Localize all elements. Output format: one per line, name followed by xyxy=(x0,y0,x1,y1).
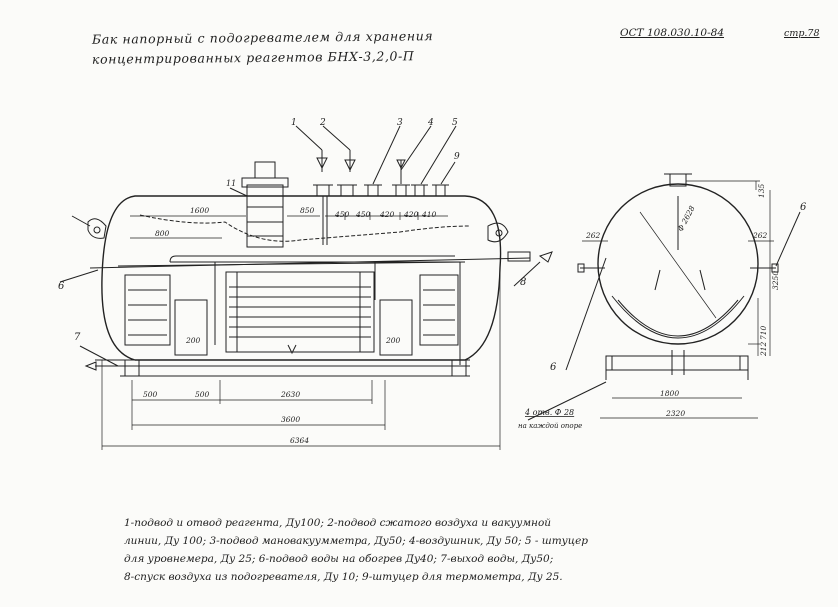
end-view-shell xyxy=(597,183,759,345)
callout-6-side: 6 xyxy=(58,281,65,292)
dim-410: 410 xyxy=(421,210,437,219)
callout-9: 9 xyxy=(454,152,460,162)
dim-3250: 3250 xyxy=(771,271,780,290)
dim-420-b: 420 xyxy=(403,210,419,219)
callout-11: 11 xyxy=(226,179,236,188)
dim-135: 135 xyxy=(757,183,766,198)
dim-diameter: Ф 2628 xyxy=(676,204,697,233)
dim-200-a: 200 xyxy=(185,336,201,345)
left-lug xyxy=(87,218,107,239)
callout-2: 2 xyxy=(319,118,326,128)
holes-note-sub: на каждой опоре xyxy=(518,422,582,430)
legend-line-3: для уровнемера, Ду 25; 6-подвод воды на … xyxy=(124,553,554,565)
dimension-labels: 1600 850 450 450 420 420 410 800 200 200… xyxy=(143,183,780,445)
top-nozzles xyxy=(313,184,449,245)
callout-1: 1 xyxy=(291,118,297,128)
dim-3600: 3600 xyxy=(281,415,300,424)
dim-262-a: 262 xyxy=(585,231,601,240)
dim-420-a: 420 xyxy=(379,210,395,219)
dim-450-a: 450 xyxy=(334,210,350,219)
manhole xyxy=(246,184,284,248)
dim-6364: 6364 xyxy=(290,436,309,445)
callout-8: 8 xyxy=(520,277,526,288)
callout-4: 4 xyxy=(427,118,434,128)
dim-1800: 1800 xyxy=(660,389,679,398)
dim-500: 500 xyxy=(143,390,158,399)
callout-6-right: 6 xyxy=(800,202,807,213)
callout-6-end-view: 6 xyxy=(550,362,557,373)
dim-850: 850 xyxy=(300,206,315,215)
dim-710: 710 xyxy=(759,325,768,340)
bottom-pipe xyxy=(84,344,470,377)
legend-line-1: 1-подвод и отвод реагента, Ду100; 2-подв… xyxy=(124,517,552,529)
dim-2320: 2320 xyxy=(665,409,685,418)
dim-212: 212 xyxy=(759,341,768,357)
legend-line-4: 8-спуск воздуха из подогревателя, Ду 10;… xyxy=(124,571,563,583)
right-lug xyxy=(487,222,509,243)
dim-200-b: 200 xyxy=(385,336,401,345)
end-view xyxy=(527,173,801,421)
callout-3: 3 xyxy=(397,118,403,128)
bottom-dimensions xyxy=(101,268,501,450)
side-view xyxy=(59,125,553,450)
callout-7: 7 xyxy=(74,332,81,343)
heater xyxy=(89,251,553,365)
dim-262-b: 262 xyxy=(752,231,768,240)
callout-arrows xyxy=(229,125,457,197)
holes-note: 4 отв. Ф 28 xyxy=(524,408,574,417)
dim-450-b: 450 xyxy=(355,210,371,219)
dim-1600: 1600 xyxy=(190,206,209,215)
callout-5: 5 xyxy=(452,118,458,128)
dim-800: 800 xyxy=(155,229,170,238)
dim-500-b: 500 xyxy=(195,390,210,399)
legend-line-2: линии, Ду 100; 3-подвод мановакуумметра,… xyxy=(124,535,589,547)
top-dimensions xyxy=(130,212,448,239)
document-reference: ОСТ 108.030.10-84 xyxy=(620,27,725,39)
page-number: стр.78 xyxy=(784,28,820,39)
dim-2630: 2630 xyxy=(280,390,300,399)
legend: 1-подвод и отвод реагента, Ду100; 2-подв… xyxy=(124,514,764,586)
